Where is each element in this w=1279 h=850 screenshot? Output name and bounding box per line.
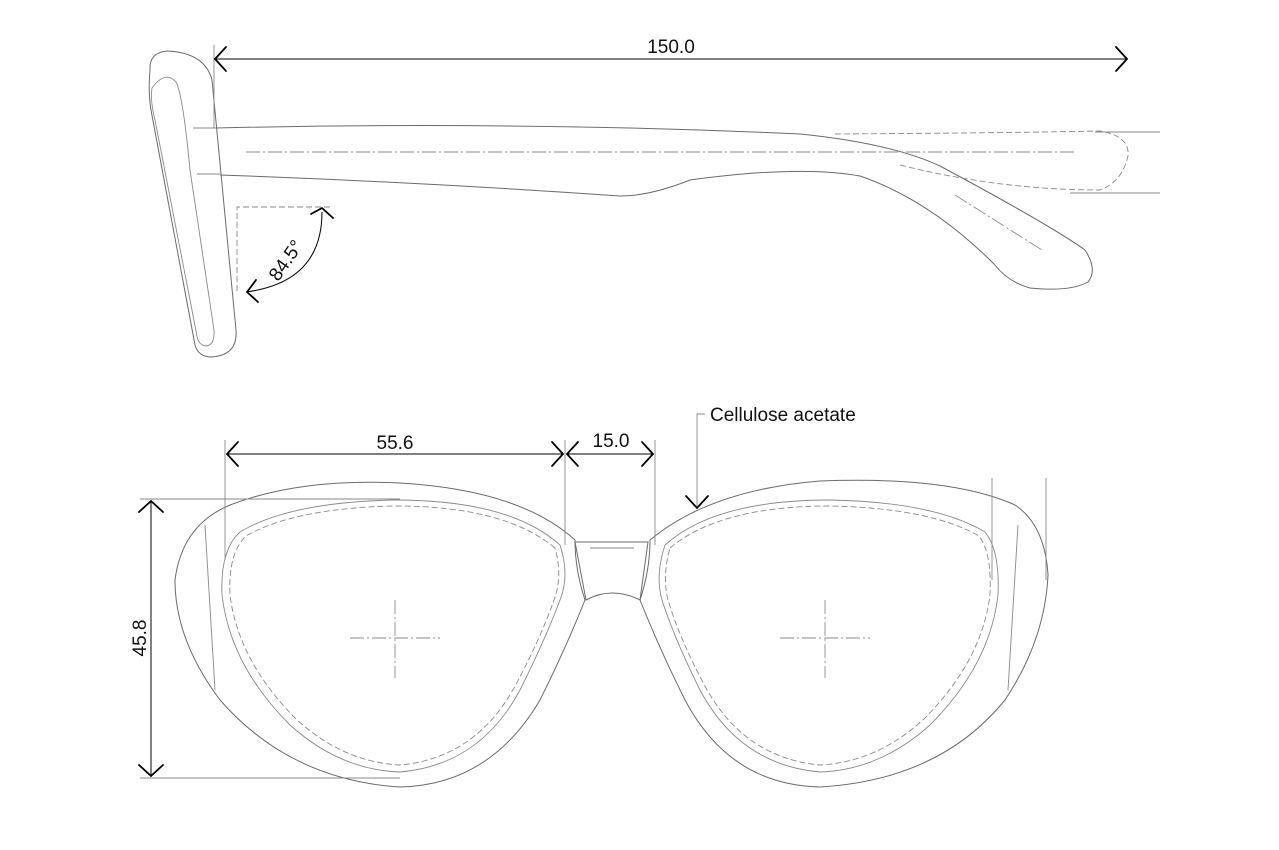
lens-width-arrow-left <box>226 441 239 467</box>
tip-centerline <box>954 194 1043 251</box>
temple-arm <box>215 125 1093 290</box>
side-view: 150.0 84.5° <box>148 37 1160 358</box>
left-lens-outline <box>221 499 566 773</box>
material-leader-arrow <box>685 495 709 509</box>
left-endpiece-line <box>204 524 216 691</box>
angle-label: 84.5° <box>265 237 308 286</box>
temple-length-label: 150.0 <box>647 37 695 58</box>
right-rim-outer <box>639 479 1049 788</box>
right-lens-outline <box>658 499 999 773</box>
lens-height-label: 45.8 <box>130 620 151 657</box>
lens-height-arrow-top <box>138 500 164 513</box>
left-lens-center-mark <box>350 600 440 678</box>
bridge-width-arrow-right <box>641 441 654 467</box>
bridge-width-label: 15.0 <box>593 431 630 452</box>
temple-length-arrow-right <box>1115 46 1128 72</box>
left-lens-groove <box>229 505 560 766</box>
right-lens-groove <box>665 505 991 766</box>
lens-width-label: 55.6 <box>377 433 414 454</box>
right-lens-center-mark <box>780 600 870 678</box>
angle-arc <box>245 211 323 293</box>
temple-tip-dashed <box>834 130 1129 191</box>
left-rim-outer <box>174 481 586 788</box>
angle-arrow-bottom <box>246 279 259 303</box>
material-leader-line <box>696 413 705 506</box>
lens-width-arrow-right <box>551 441 564 467</box>
angle-reference-line <box>236 206 330 294</box>
side-frame-inner <box>150 76 215 347</box>
bridge <box>574 541 649 601</box>
temple-length-arrow-left <box>214 46 227 72</box>
angle-arrow-top <box>310 207 334 219</box>
front-view: 55.6 15.0 45.8 Cellulose acetate <box>130 405 1049 788</box>
right-endpiece-line <box>1007 524 1019 691</box>
bridge-width-arrow-left <box>566 441 579 467</box>
side-frame-front <box>148 50 237 358</box>
lens-height-arrow-bottom <box>138 764 164 777</box>
material-callout-label: Cellulose acetate <box>710 405 856 426</box>
